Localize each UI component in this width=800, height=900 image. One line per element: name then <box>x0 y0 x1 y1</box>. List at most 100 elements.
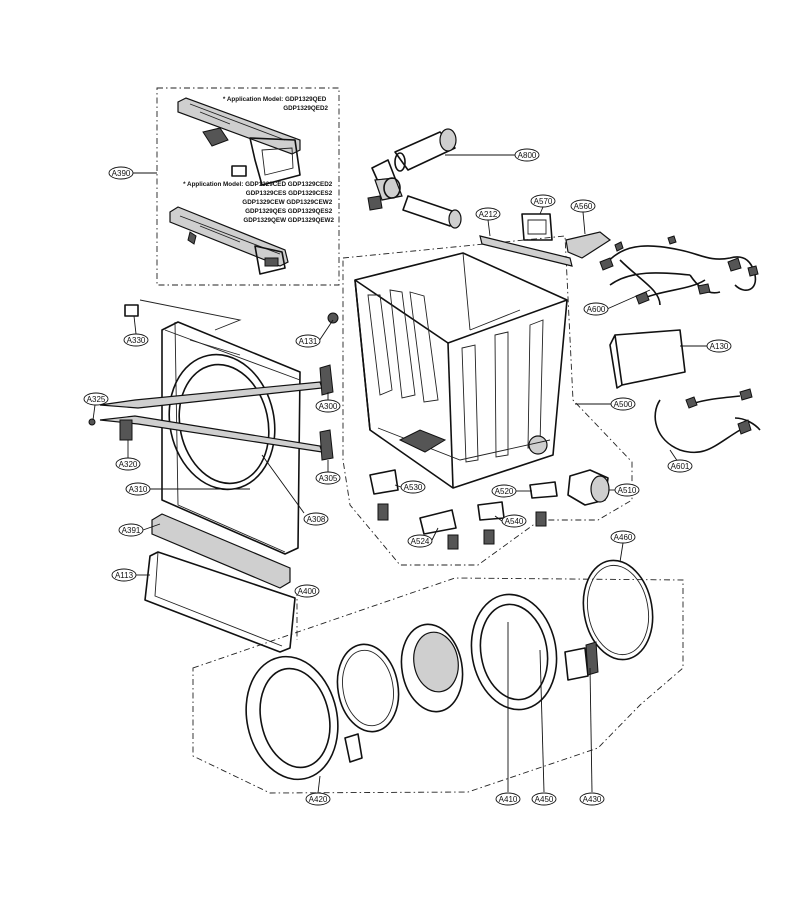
note-2-line-5: GDP1329QEW GDP1329QEW2 <box>243 217 334 224</box>
callout-text: A320 <box>119 460 138 469</box>
callout-a130: A130 <box>706 339 732 353</box>
rear-cover-side <box>609 334 623 389</box>
callout-bubble <box>118 523 144 537</box>
front-top-guide <box>139 299 242 331</box>
callout-a510: A510 <box>614 483 640 497</box>
door-assembly <box>245 559 654 781</box>
foot-bracket-520 <box>529 481 558 499</box>
callout-bubble <box>407 534 433 548</box>
callout-a520: A520 <box>491 484 517 498</box>
callout-bubble <box>111 568 137 582</box>
callout-text: A570 <box>534 197 553 206</box>
callout-text: A460 <box>614 533 633 542</box>
power-cord-plugs <box>685 388 753 435</box>
screw-325 <box>88 418 96 426</box>
callout-text: A800 <box>518 151 537 160</box>
callout-text: A305 <box>319 474 338 483</box>
foot-bracket-524 <box>419 509 457 535</box>
callout-a601: A601 <box>667 459 693 473</box>
lower-bracket <box>151 513 291 589</box>
callout-text: A601 <box>671 462 690 471</box>
application-note-2: * Application Model: GDP1329CED GDP1329C… <box>183 181 334 224</box>
clip-part <box>565 231 612 259</box>
callout-bubble <box>305 792 331 806</box>
callout-a450: A450 <box>531 792 557 806</box>
callout-bubble <box>123 333 149 347</box>
note-1-line-2: GDP1329QED2 <box>283 105 328 112</box>
hinge-300 <box>319 364 334 396</box>
callout-a600: A600 <box>583 302 609 316</box>
rear-cover-panel <box>614 329 686 386</box>
callout-a390: A390 <box>108 166 134 180</box>
exhaust-duct-parts <box>367 128 462 229</box>
callout-a570: A570 <box>530 194 556 208</box>
callout-text: A325 <box>87 395 106 404</box>
callout-a500: A500 <box>610 397 636 411</box>
upper-cross-bar <box>99 381 323 409</box>
callout-bubble <box>315 471 341 485</box>
callout-text: A410 <box>499 795 518 804</box>
callout-bubble <box>514 148 540 162</box>
callout-text: A212 <box>479 210 498 219</box>
callout-a320: A320 <box>115 457 141 471</box>
hinge-305 <box>319 429 334 461</box>
main-wire-harness <box>599 235 759 306</box>
callout-bubble <box>491 484 517 498</box>
callout-text: A600 <box>587 305 606 314</box>
callout-a113: A113 <box>111 568 137 582</box>
note-2-line-4: GDP1329QES GDP1329QES2 <box>245 208 333 215</box>
callout-bubble <box>125 482 151 496</box>
callout-a330: A330 <box>123 333 149 347</box>
callout-a131: A131 <box>295 334 321 348</box>
callout-bubble <box>667 459 693 473</box>
sensor-bracket-window <box>527 219 547 235</box>
lower-cross-bar <box>99 415 323 453</box>
callout-bubble <box>501 514 527 528</box>
callout-text: A310 <box>129 485 148 494</box>
callout-bubble <box>579 792 605 806</box>
callout-a300: A300 <box>315 399 341 413</box>
callout-text: A330 <box>127 336 146 345</box>
callout-a800: A800 <box>514 148 540 162</box>
upper-bracket-variant-2 <box>169 206 289 275</box>
callout-text: A520 <box>495 487 514 496</box>
callout-bubble <box>570 199 596 213</box>
note-2-line-3: GDP1329CEW GDP1329CEW2 <box>242 199 332 206</box>
screw-knob <box>327 312 339 324</box>
callout-text: A420 <box>309 795 328 804</box>
callout-bubble <box>303 512 329 526</box>
callout-bubble <box>706 339 732 353</box>
sensor-bracket <box>521 213 553 241</box>
callout-text: A400 <box>298 587 317 596</box>
callout-bubble <box>531 792 557 806</box>
leveling-feet <box>377 503 547 550</box>
callout-bubble <box>495 792 521 806</box>
cabinet-body <box>354 252 568 489</box>
callout-a212: A212 <box>475 207 501 221</box>
callout-a560: A560 <box>570 199 596 213</box>
callout-bubble <box>583 302 609 316</box>
note-2-line-2: GDP1329CES GDP1329CES2 <box>246 190 333 197</box>
callout-bubble <box>610 397 636 411</box>
callout-bubble <box>610 530 636 544</box>
callout-text: A113 <box>115 571 134 580</box>
leader-lines <box>92 154 707 794</box>
callout-text: A130 <box>710 342 729 351</box>
callout-bubble <box>294 584 320 598</box>
callout-text: A524 <box>411 537 430 546</box>
callout-text: A450 <box>535 795 554 804</box>
callout-a308: A308 <box>303 512 329 526</box>
callout-text: A560 <box>574 202 593 211</box>
callout-text: A430 <box>583 795 602 804</box>
callout-text: A500 <box>614 400 633 409</box>
callout-bubble <box>475 207 501 221</box>
callout-a305: A305 <box>315 471 341 485</box>
application-note-1: * Application Model: GDP1329QED GDP1329Q… <box>223 96 329 112</box>
callout-text: A308 <box>307 515 326 524</box>
bracket-variant-box <box>156 87 340 286</box>
foot-bracket-540 <box>477 501 505 521</box>
callout-a310: A310 <box>125 482 151 496</box>
callout-text: A131 <box>299 337 318 346</box>
